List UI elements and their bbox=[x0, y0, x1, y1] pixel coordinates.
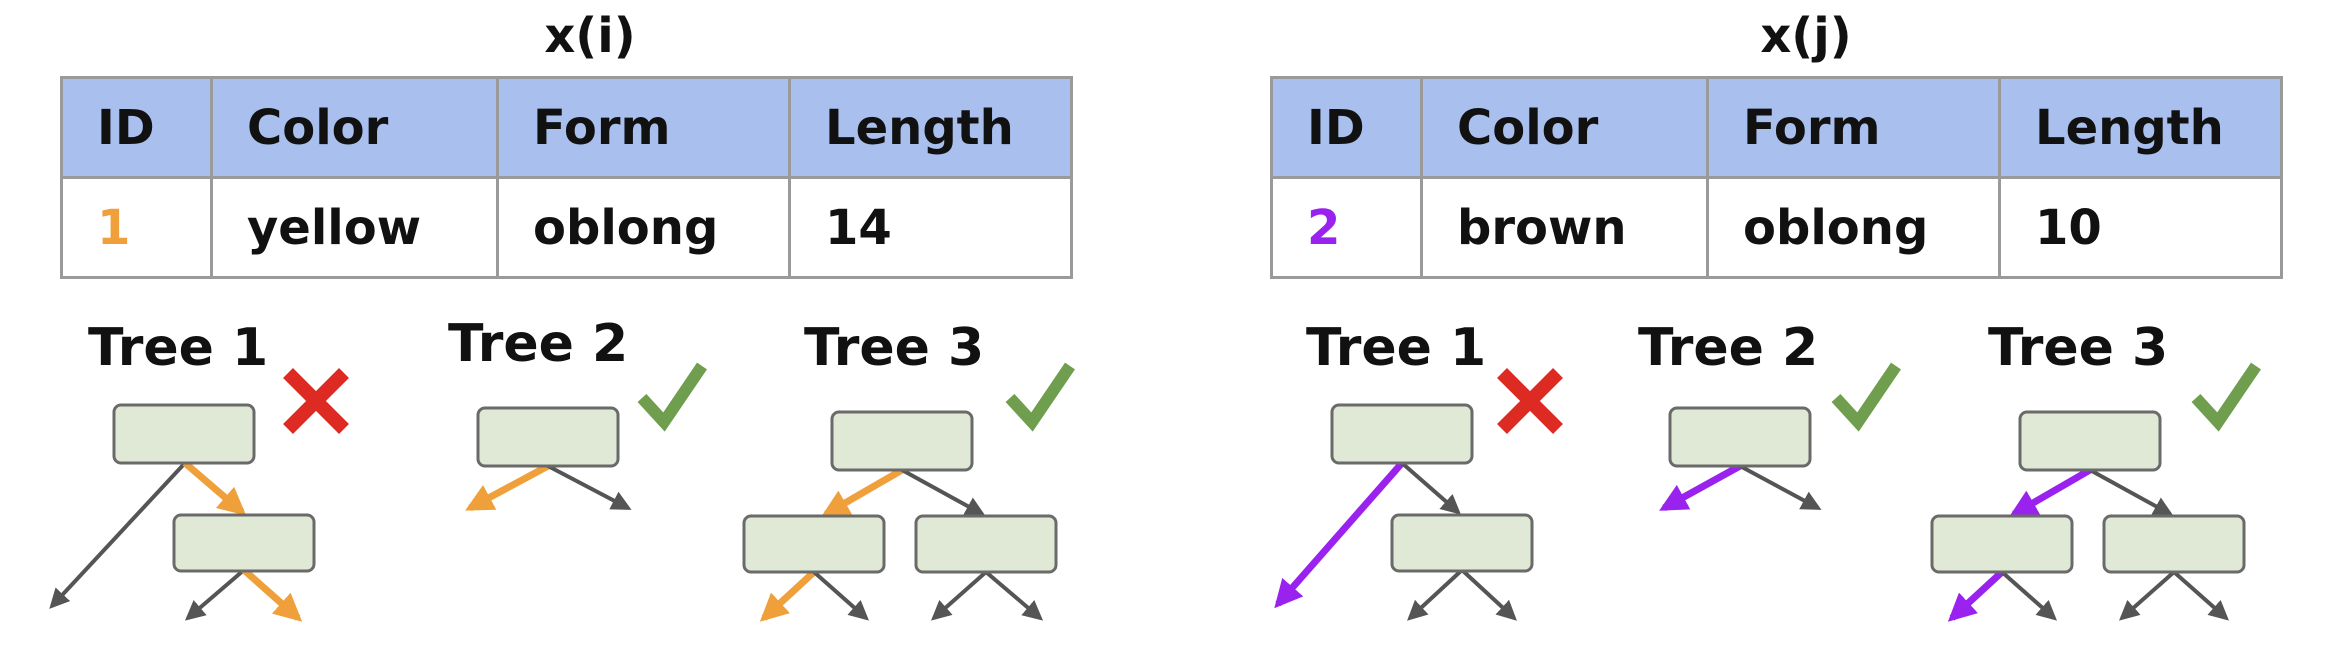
cell-color: yellow bbox=[210, 176, 499, 279]
header-length: Length bbox=[1998, 76, 2283, 179]
table-row: 1 yellow oblong 14 bbox=[60, 176, 1073, 279]
cell-id: 2 bbox=[1270, 176, 1423, 279]
tree-label-1-xj: Tree 1 bbox=[1306, 318, 1487, 378]
edge-default bbox=[984, 570, 1044, 621]
tree-label-1-xi: Tree 1 bbox=[88, 318, 269, 378]
tree-node bbox=[1390, 513, 1534, 573]
cross-icon bbox=[283, 368, 349, 434]
tree-node bbox=[2102, 514, 2246, 574]
edge-path bbox=[821, 466, 904, 518]
tree-label-2-xi: Tree 2 bbox=[448, 314, 629, 374]
tree-label-3-xj: Tree 3 bbox=[1988, 318, 2169, 378]
cell-length: 10 bbox=[1998, 176, 2283, 279]
cell-color: brown bbox=[1420, 176, 1709, 279]
tree-label-2-xj: Tree 2 bbox=[1638, 318, 1819, 378]
edge-default bbox=[547, 464, 632, 510]
edge-default bbox=[931, 570, 988, 621]
tree-label-3-xi: Tree 3 bbox=[804, 318, 985, 378]
cell-id: 1 bbox=[60, 176, 213, 279]
check-icon bbox=[1005, 362, 1075, 432]
edge-path bbox=[759, 569, 817, 622]
panel-title-xj: x(j) bbox=[1760, 8, 1852, 64]
edge-default bbox=[1400, 461, 1462, 515]
header-form: Form bbox=[1706, 76, 2001, 179]
cell-form: oblong bbox=[1706, 176, 2001, 279]
tree-node bbox=[1330, 403, 1474, 465]
tree-3-xj bbox=[1930, 362, 2261, 622]
edge-default bbox=[901, 468, 986, 516]
tree-node bbox=[1668, 406, 1812, 468]
tree-1-xj bbox=[1274, 368, 1563, 621]
edge-default bbox=[2000, 570, 2057, 621]
edge-path bbox=[1659, 462, 1742, 512]
edge-path bbox=[465, 462, 550, 512]
edge-default bbox=[2172, 570, 2229, 621]
edge-path bbox=[1947, 569, 2005, 622]
table-header-row: ID Color Form Length bbox=[1270, 76, 2283, 179]
table-row: 2 brown oblong 10 bbox=[1270, 176, 2283, 279]
edge-default bbox=[184, 568, 246, 621]
tree-node bbox=[112, 403, 256, 465]
cell-length: 14 bbox=[788, 176, 1073, 279]
tree-2-xi bbox=[465, 362, 707, 512]
edge-default bbox=[2089, 468, 2174, 516]
edge-default bbox=[1407, 568, 1464, 621]
check-icon bbox=[1831, 362, 1901, 432]
edge-default bbox=[1739, 464, 1822, 510]
header-color: Color bbox=[210, 76, 499, 179]
tree-node bbox=[830, 410, 974, 472]
edge-path bbox=[1274, 460, 1405, 609]
tree-node bbox=[172, 513, 316, 573]
check-icon bbox=[637, 362, 707, 432]
edge-path bbox=[182, 460, 247, 516]
header-length: Length bbox=[788, 76, 1073, 179]
tree-node bbox=[2018, 410, 2162, 472]
edge-default bbox=[2119, 570, 2176, 621]
tree-node bbox=[742, 514, 886, 574]
edge-default bbox=[1460, 568, 1517, 621]
attribute-table-xj: ID Color Form Length 2 brown oblong 10 bbox=[1270, 76, 2283, 279]
table-header-row: ID Color Form Length bbox=[60, 76, 1073, 179]
header-form: Form bbox=[496, 76, 791, 179]
cross-icon bbox=[1497, 368, 1563, 434]
edge-default bbox=[49, 461, 187, 609]
edge-path bbox=[241, 567, 303, 622]
attribute-table-xi: ID Color Form Length 1 yellow oblong 14 bbox=[60, 76, 1073, 279]
tree-node bbox=[476, 406, 620, 468]
header-id: ID bbox=[60, 76, 213, 179]
tree-node bbox=[1930, 514, 2074, 574]
edge-path bbox=[2009, 466, 2092, 518]
tree-node bbox=[914, 514, 1058, 574]
cell-form: oblong bbox=[496, 176, 791, 279]
tree-2-xj bbox=[1659, 362, 1901, 512]
header-color: Color bbox=[1420, 76, 1709, 179]
check-icon bbox=[2191, 362, 2261, 432]
tree-1-xi bbox=[49, 368, 349, 622]
edge-default bbox=[812, 570, 869, 621]
panel-title-xi: x(i) bbox=[544, 8, 636, 64]
header-id: ID bbox=[1270, 76, 1423, 179]
tree-3-xi bbox=[742, 362, 1075, 622]
